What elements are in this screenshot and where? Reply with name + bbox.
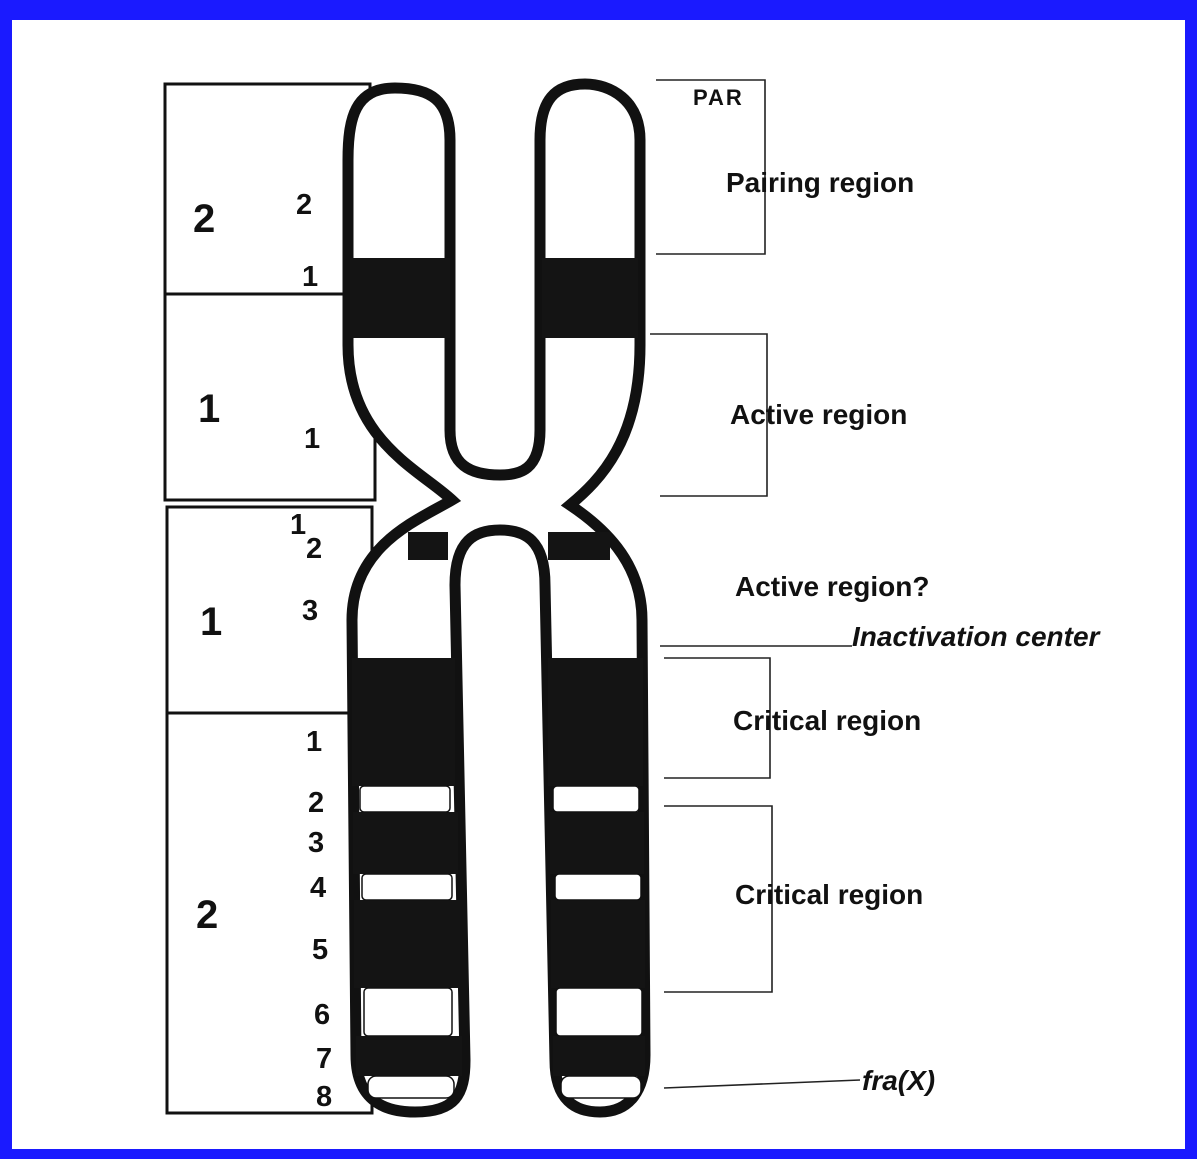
band-q27-left (356, 1036, 462, 1076)
band-p21-right (542, 258, 638, 338)
label-q27: 7 (316, 1043, 332, 1075)
label-q21: 1 (306, 726, 322, 758)
label-active-region: Active region (730, 399, 907, 430)
label-fra-x: fra(X) (862, 1065, 935, 1096)
label-q13: 3 (302, 595, 318, 627)
band-q22-left (360, 786, 450, 812)
label-q26: 6 (314, 999, 330, 1031)
band-q25-left (354, 900, 460, 988)
band-q12-right (548, 532, 610, 560)
band-q26-left (364, 988, 452, 1036)
band-q23-left (353, 812, 458, 874)
band-q12-left (408, 532, 448, 560)
band-q28-left (368, 1076, 454, 1098)
label-q12: 2 (306, 533, 322, 565)
band-q22-right (553, 786, 639, 812)
label-critical-region-2: Critical region (735, 879, 923, 910)
band-q24-left (362, 874, 452, 900)
label-q22: 2 (308, 787, 324, 819)
label-p22: 2 (296, 189, 312, 221)
chromosome-diagram: 2 1 1 2 2 1 1 1 2 3 1 2 3 4 5 6 7 8 PAR … (12, 20, 1185, 1149)
band-q23-right (550, 812, 644, 874)
band-q26-right (556, 988, 642, 1036)
label-par: PAR (693, 85, 744, 110)
label-active-region-q: Active region? (735, 571, 929, 602)
band-q27-right (553, 1036, 645, 1076)
label-p-region-2: 2 (193, 197, 215, 241)
band-q21-left (352, 658, 455, 786)
label-p21: 1 (302, 261, 318, 293)
label-q24: 4 (310, 872, 326, 904)
box-p2 (165, 84, 370, 294)
label-inactivation-center: Inactivation center (852, 621, 1102, 652)
band-q28-right (561, 1076, 641, 1098)
band-p21-left (350, 258, 450, 338)
band-q25-right (551, 900, 645, 988)
figure-frame: 2 1 1 2 2 1 1 1 2 3 1 2 3 4 5 6 7 8 PAR … (12, 20, 1185, 1149)
label-pairing-region: Pairing region (726, 167, 914, 198)
line-fragile (664, 1080, 860, 1088)
label-p11: 1 (304, 423, 320, 455)
label-q-region-2: 2 (196, 893, 218, 937)
label-q23: 3 (308, 827, 324, 859)
label-q-region-1: 1 (200, 600, 222, 644)
label-q28: 8 (316, 1081, 332, 1113)
label-q11: 1 (290, 509, 306, 541)
box-q1 (167, 507, 372, 713)
label-critical-region-1: Critical region (733, 705, 921, 736)
band-q21-right (548, 658, 643, 786)
label-q25: 5 (312, 934, 328, 966)
band-q24-right (555, 874, 641, 900)
label-p-region-1: 1 (198, 387, 220, 431)
